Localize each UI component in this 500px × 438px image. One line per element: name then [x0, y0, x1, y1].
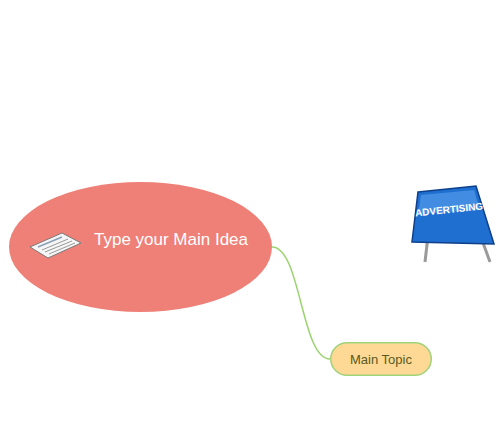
main-idea-ellipse: Type your Main Idea [9, 182, 272, 312]
ellipse-shape [9, 182, 272, 312]
branch-connector [272, 247, 330, 359]
pill-shape [331, 343, 432, 376]
topic-text: Main Topic [350, 352, 412, 367]
topic-box: Main Topic [330, 342, 432, 376]
main-idea-text: Type your Main Idea [94, 230, 248, 250]
